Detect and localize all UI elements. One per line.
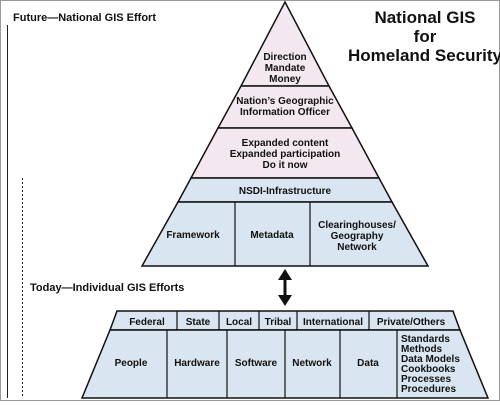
base-methods: Methods: [401, 344, 443, 355]
base-tribal: Tribal: [265, 317, 292, 328]
base-private-others: Private/Others: [377, 317, 446, 328]
tier5-metadata: Metadata: [250, 230, 294, 241]
base-data: Data: [357, 358, 379, 369]
tier4-label: NSDI-Infrastructure: [239, 186, 332, 197]
pyramid: Direction Mandate Money Nation’s Geograp…: [140, 0, 430, 267]
today-label: Today—Individual GIS Efforts: [30, 282, 184, 294]
title-line-2: for: [414, 27, 437, 46]
title-line-3: Homeland Security: [348, 46, 500, 65]
base-trapezoid: Federal State Local Tribal International…: [80, 310, 490, 399]
base-cookbooks: Cookbooks: [401, 364, 456, 375]
base-procedures: Procedures: [401, 384, 456, 395]
base-hardware: Hardware: [174, 358, 220, 369]
tier1-line-3: Money: [269, 74, 301, 85]
base-people: People: [115, 358, 148, 369]
tier3-line-2: Expanded participation: [230, 149, 341, 160]
tier5-clearinghouses-1: Clearinghouses/: [318, 220, 396, 231]
tier5-clearinghouses-3: Network: [337, 242, 377, 253]
tier1-line-1: Direction: [263, 52, 306, 63]
base-standards: Standards: [401, 334, 450, 345]
tier3-line-1: Expanded content: [242, 138, 329, 149]
title-line-1: National GIS: [374, 8, 475, 27]
tier5-framework: Framework: [166, 230, 220, 241]
double-arrow-icon: [278, 269, 292, 306]
tier5-clearinghouses-2: Geography: [331, 231, 384, 242]
base-state: State: [186, 317, 211, 328]
base-data-models: Data Models: [401, 354, 460, 365]
tier2-line-2: Information Officer: [240, 107, 330, 118]
base-international: International: [303, 317, 363, 328]
tier1-line-2: Mandate: [265, 63, 306, 74]
base-federal: Federal: [129, 317, 165, 328]
base-processes: Processes: [401, 374, 451, 385]
pyramid-tier-framework: [140, 201, 430, 267]
tier3-line-3: Do it now: [263, 160, 308, 171]
future-label: Future—National GIS Effort: [13, 12, 156, 24]
tier2-line-1: Nation’s Geographic: [236, 96, 334, 107]
base-local: Local: [226, 317, 252, 328]
base-software: Software: [235, 358, 278, 369]
base-network: Network: [292, 358, 332, 369]
